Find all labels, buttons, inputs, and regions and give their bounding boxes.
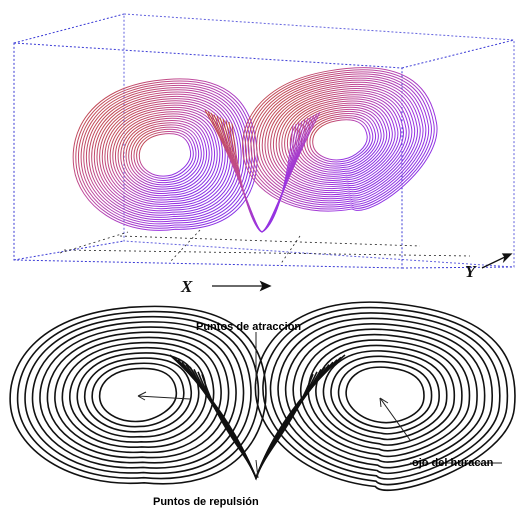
attractor-loop-right <box>295 106 385 173</box>
sketch-loop-right <box>262 306 509 486</box>
floor-grid <box>59 229 471 266</box>
attractor-loop-right <box>258 79 421 200</box>
attractor-loop-right <box>264 83 415 196</box>
sketch-crossing-strand <box>201 373 314 481</box>
sketch-loop-right <box>300 333 471 458</box>
attractor-crossing-strand <box>231 123 294 233</box>
axis-x-label: X <box>180 277 193 296</box>
attractor-loop-left <box>122 120 208 190</box>
attractor-loop-left <box>75 80 255 229</box>
axis-y-arrow <box>481 253 513 269</box>
sketch-loop-left <box>16 310 260 480</box>
attractor-loop-right <box>278 94 401 185</box>
sketch-loop-right <box>307 339 463 452</box>
annotation-arrows <box>137 332 502 479</box>
attractor-loop-left <box>112 111 218 199</box>
attractor-loop-left <box>77 82 253 227</box>
attractor-loop-right <box>244 69 435 210</box>
attractor-loop-right <box>284 98 396 181</box>
sketch-loop-left <box>98 367 178 423</box>
sketch-loop-left <box>61 341 215 448</box>
attractor-loop-right <box>267 85 413 194</box>
attractor-loop-left <box>99 100 232 210</box>
sketch-loop-right <box>345 366 425 424</box>
attractor-loop-left <box>138 133 192 177</box>
annotation-attraction: Puntos de atracción <box>196 321 301 333</box>
sketch-loop-left <box>39 326 237 464</box>
attractor-loop-right <box>256 77 424 202</box>
attractor-loop-left <box>120 117 210 192</box>
attractor-loop-right <box>286 100 393 179</box>
lorenz-attractor-sketch <box>9 301 516 491</box>
attractor-loop-left <box>80 85 250 225</box>
sketch-loop-right <box>269 312 501 480</box>
sketch-loop-right <box>330 355 440 435</box>
annotation-repulsion: Puntos de repulsión <box>153 496 259 508</box>
axis-x-arrow <box>212 280 272 292</box>
sketch-loop-right <box>292 328 478 463</box>
attractor-loop-right <box>250 73 429 206</box>
sketch-loop-left <box>46 331 230 459</box>
attractor-loop-left <box>130 126 199 184</box>
attractor-loop-left <box>93 95 237 214</box>
sketch-loop-right <box>337 360 433 430</box>
attractor-loop-left <box>91 93 239 216</box>
attractor-loop-left <box>72 78 258 231</box>
attractor-loop-right <box>270 88 410 192</box>
sketch-loop-right <box>254 301 516 491</box>
attractor-loop-left <box>114 113 216 197</box>
attractor-loop-left <box>88 91 242 218</box>
attractor-loop-right <box>298 108 382 171</box>
attractor-loop-left <box>109 109 221 201</box>
sketch-loop-right <box>284 323 486 469</box>
sketch-loop-left <box>24 315 252 475</box>
attractor-loop-left <box>117 115 213 194</box>
lorenz-attractor-3d <box>72 67 438 233</box>
attractor-loop-left <box>128 124 202 186</box>
attractor-loop-right <box>309 117 371 163</box>
sketch-loop-right <box>322 350 448 441</box>
sketch-loop-left <box>69 346 207 443</box>
attractor-loop-left <box>85 89 245 221</box>
attractor-loop-right <box>242 67 438 212</box>
attractor-loop-left <box>136 130 194 179</box>
attractor-loop-left <box>83 87 247 223</box>
axis-y-label: Y <box>465 262 477 281</box>
attractor-loop-right <box>281 96 399 183</box>
sketch-loop-left <box>83 357 193 433</box>
attractor-loop-right <box>261 81 418 198</box>
attractor-loop-right <box>247 71 432 208</box>
attractor-loop-right <box>272 90 407 189</box>
attractor-loop-right <box>312 119 368 161</box>
bounding-box <box>13 13 515 269</box>
attractor-loop-right <box>275 92 404 187</box>
sketch-loop-left <box>54 336 222 454</box>
sketch-loop-left <box>31 321 245 469</box>
attractor-loop-left <box>133 128 197 181</box>
attractor-loop-right <box>253 75 427 204</box>
sketch-loop-left <box>91 362 185 428</box>
annotation-eye: ojo del huracan <box>412 457 494 469</box>
sketch-loop-right <box>277 317 494 475</box>
attractor-loop-left <box>125 122 205 188</box>
attractor-loop-left <box>96 98 234 212</box>
sketch-loop-left <box>9 305 267 485</box>
